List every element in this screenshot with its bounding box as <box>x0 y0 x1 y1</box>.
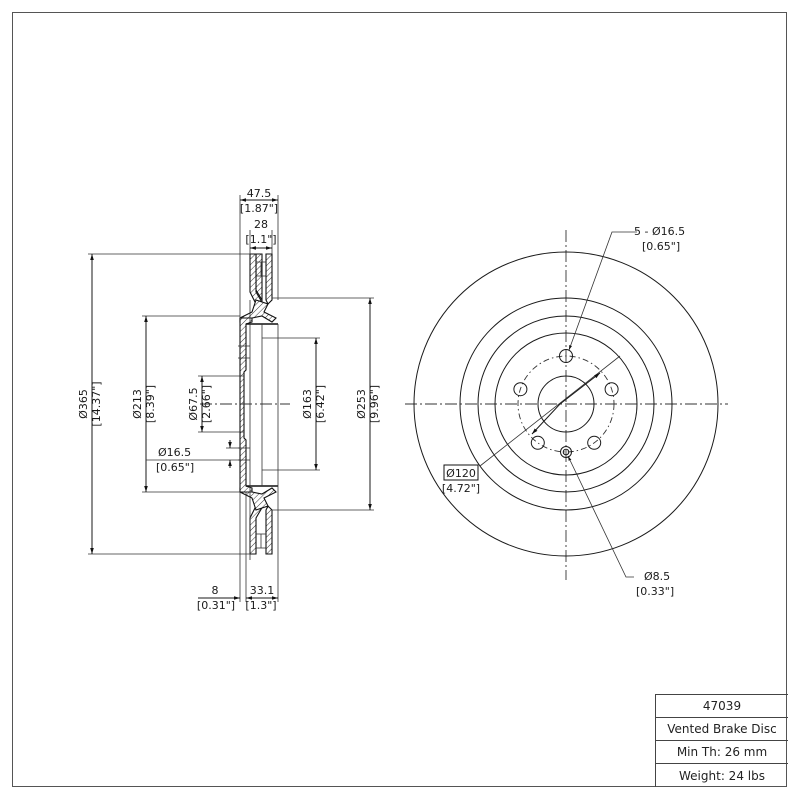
front-view: Ø120 [4.72"] 5 - Ø16.5 [0.65"] Ø8.5 [0.3… <box>405 225 728 598</box>
drawing-frame <box>12 12 787 787</box>
bolt-hole-icon <box>587 435 602 450</box>
friction-ring-top-section <box>239 253 277 323</box>
friction-ring-diameter-mm: Ø253 <box>355 389 368 419</box>
bolt-hole-icon <box>559 349 573 363</box>
part-number: 47039 <box>656 695 788 718</box>
min-thickness: Min Th: 26 mm <box>656 741 788 764</box>
hat-thickness-in: [0.31"] <box>197 599 235 612</box>
locator-hole-mm: Ø8.5 <box>644 570 670 583</box>
bolt-hole-icon <box>530 435 545 450</box>
title-block: 47039 Vented Brake Disc Min Th: 26 mm We… <box>655 694 788 787</box>
side-section-view: 47.5 [1.87"] 28 [1.1"] Ø365 [14.37"] Ø21… <box>77 187 381 612</box>
friction-inner-diameter-in: [6.42"] <box>314 385 327 423</box>
overall-width-mm: 47.5 <box>247 187 272 200</box>
disc-thickness-mm: 28 <box>254 218 268 231</box>
disc-thickness-in: [1.1"] <box>245 233 276 246</box>
bolt-hole-icon <box>513 382 528 397</box>
friction-inner-diameter-mm: Ø163 <box>301 389 314 419</box>
friction-ring-bottom-section <box>239 487 277 555</box>
friction-ring-diameter-in: [9.96"] <box>368 385 381 423</box>
hat-depth-in: [1.3"] <box>245 599 276 612</box>
center-bore-mm: Ø67.5 <box>187 387 200 420</box>
outer-diameter-in: [14.37"] <box>90 381 103 426</box>
bolt-circle <box>517 355 615 453</box>
bolt-hole-in: [0.65"] <box>156 461 194 474</box>
bolt-holes-in: [0.65"] <box>642 240 680 253</box>
bolt-circle-in: [4.72"] <box>442 482 480 495</box>
hat-face-edge <box>494 332 638 476</box>
friction-ring-inner-edge <box>459 297 673 511</box>
hat-depth-mm: 33.1 <box>250 584 275 597</box>
hat-section <box>238 317 278 493</box>
center-bore <box>537 375 595 433</box>
locator-hole-outer-icon <box>560 446 572 458</box>
bolt-circle-mm: Ø120 <box>446 467 476 480</box>
hat-outer-edge <box>477 315 655 493</box>
bolt-hole-mm: Ø16.5 <box>158 446 191 459</box>
basic-dimension-box <box>443 464 479 481</box>
part-description: Vented Brake Disc <box>656 718 788 741</box>
bolt-hole-icon <box>604 382 619 397</box>
hat-thickness-mm: 8 <box>212 584 219 597</box>
hat-diameter-mm: Ø213 <box>131 389 144 419</box>
weight: Weight: 24 lbs <box>679 768 765 783</box>
bolt-holes-label: 5 - Ø16.5 <box>634 225 685 238</box>
overall-width-in: [1.87"] <box>240 202 278 215</box>
outer-diameter-mm: Ø365 <box>77 389 90 419</box>
center-bore-in: [2.66"] <box>200 385 213 423</box>
outer-rim <box>413 251 719 557</box>
locator-hole-icon <box>562 448 570 456</box>
locator-hole-in: [0.33"] <box>636 585 674 598</box>
hat-diameter-in: [8.39"] <box>144 385 157 423</box>
